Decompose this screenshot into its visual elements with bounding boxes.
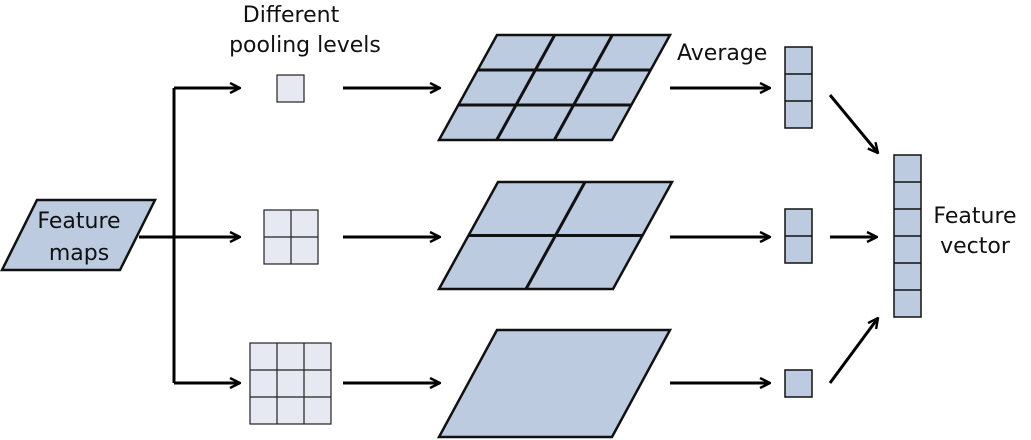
pooled-map-1x1: [436, 328, 673, 439]
feature-maps-label-line2: maps: [49, 241, 109, 266]
average-vector-3: [784, 46, 813, 129]
arrows-to-averages: [670, 88, 770, 383]
pooling-grid-2x2: [263, 209, 319, 265]
arrows-to-feature-vector: [828, 94, 878, 384]
pooling-grid-1x1: [276, 74, 305, 103]
feature-maps-label-line1: Feature: [37, 209, 120, 234]
average-vector-1: [784, 369, 813, 398]
pooling-levels-label-line2: pooling levels: [229, 33, 381, 58]
feature-vector-label-line1: Feature: [933, 204, 1016, 229]
average-vector-2: [784, 208, 813, 264]
arrows-to-pooled-maps: [343, 88, 440, 383]
feature-maps-node: Feature maps: [0, 198, 158, 272]
average-label: Average: [677, 41, 767, 66]
pooling-grid-3x3: [249, 342, 332, 425]
branch-connector: [139, 88, 240, 383]
pooled-map-3x3: [436, 33, 673, 142]
pooling-levels-label-line1: Different: [243, 3, 340, 28]
feature-vector: [893, 154, 922, 318]
pooled-map-2x2: [436, 180, 675, 291]
feature-vector-label-line2: vector: [940, 234, 1011, 259]
